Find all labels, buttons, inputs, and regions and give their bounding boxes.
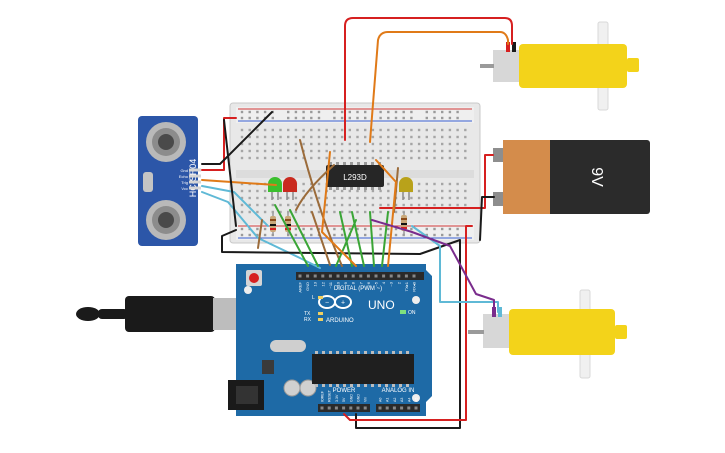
battery-label: 9V (588, 167, 605, 187)
led-label-l: L (312, 295, 315, 301)
power-pin-label: Vin (364, 397, 368, 402)
power-analog-headers (320, 406, 418, 410)
digital-pin-label: ~6 (366, 281, 371, 286)
power-pin-label: GND (357, 394, 361, 402)
digital-header (298, 274, 416, 278)
sensor-pin-label: Gnd (180, 168, 188, 173)
digital-pin-label: 12 (320, 281, 325, 286)
power-pin-label: IOREF (321, 390, 325, 402)
led-red (283, 177, 297, 200)
dc-motor-bottom (468, 289, 627, 379)
svg-text:−: − (325, 300, 329, 307)
led-label-on: ON (408, 310, 416, 316)
digital-pin-label: 2 (396, 281, 401, 284)
digital-pin-label: 8 (351, 281, 356, 284)
analog-pin-label: A0 (379, 398, 383, 402)
power-pin-label: RESET (328, 389, 332, 402)
sensor-pin-label: Echo (179, 174, 189, 179)
digital-pin-label: ~11 (328, 281, 333, 288)
analog-header-label: ANALOG IN (382, 388, 415, 394)
l293d-chip: L293D (326, 162, 384, 190)
power-header-label: POWER (333, 388, 356, 394)
digital-pin-label: GND (305, 282, 310, 291)
usb-cable (76, 296, 260, 332)
digital-pin-label: ~9 (343, 281, 348, 286)
sensor-pin-label: Vcc (181, 186, 188, 191)
analog-pin-label: A4 (407, 398, 411, 402)
arduino-logo: − + (318, 295, 352, 309)
dc-motor-top (480, 21, 639, 111)
digital-pin-label: 4 (381, 281, 386, 284)
power-pin-label: 3.3V (335, 394, 339, 402)
analog-pin-label: A3 (400, 398, 404, 402)
mcu-pins (315, 351, 409, 387)
chip-label: L293D (343, 173, 367, 182)
digital-pin-label: RX◂0 (412, 281, 417, 292)
sensor-model: HC-SR04 (188, 159, 198, 198)
digital-pin-label: TX▸1 (404, 281, 409, 291)
digital-pin-label: AREF (298, 281, 303, 292)
digital-header-label: DIGITAL (PWM ~) (334, 286, 382, 292)
sensor-pin-label: Trig (181, 180, 188, 185)
power-pin-label: 5V (342, 397, 346, 402)
arduino-brand: ARDUINO (326, 318, 354, 324)
analog-pin-label: A5 (415, 398, 419, 402)
digital-pin-label: 13 (313, 281, 318, 286)
wires (201, 17, 513, 429)
resistor-3 (401, 212, 407, 235)
led-label-tx: TX (304, 311, 311, 317)
svg-text:+: + (341, 300, 345, 307)
resistor-1 (270, 213, 276, 236)
power-pin-label: GND (349, 394, 353, 402)
led-label-rx: RX (304, 317, 312, 323)
digital-pin-label: ~10 (336, 281, 341, 289)
digital-pin-label: ~3 (389, 281, 394, 286)
battery-9v: 9V (493, 140, 650, 214)
analog-pin-label: A1 (386, 398, 390, 402)
digital-pin-label: 7 (358, 281, 363, 284)
arduino-model: UNO (368, 298, 395, 312)
digital-pin-label: ~5 (374, 281, 379, 286)
led-yellow (399, 177, 413, 200)
analog-pin-label: A2 (393, 398, 397, 402)
